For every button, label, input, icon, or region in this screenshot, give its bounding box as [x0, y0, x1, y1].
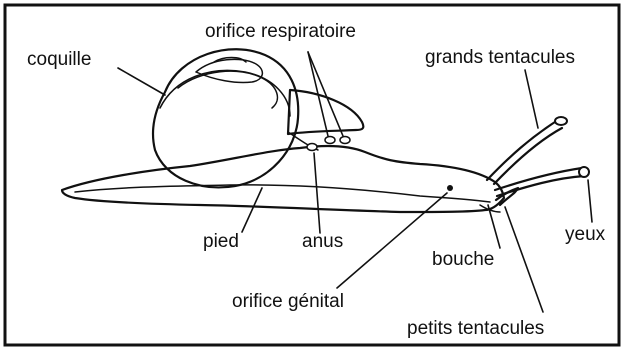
respiratory-orifice-2 — [340, 137, 350, 144]
respiratory-orifice-1 — [325, 137, 335, 144]
label-anus: anus — [302, 231, 343, 252]
label-petits-tentacules: petits tentacules — [407, 318, 544, 339]
eye-upper — [555, 117, 567, 125]
label-pied: pied — [203, 231, 239, 252]
label-orifice-respiratoire: orifice respiratoire — [205, 21, 356, 42]
label-orifice-genital: orifice génital — [232, 291, 344, 312]
label-bouche: bouche — [432, 249, 494, 270]
anus-opening — [307, 144, 317, 151]
eye-lower — [579, 167, 589, 177]
label-yeux: yeux — [565, 224, 606, 245]
label-grands-tentacules: grands tentacules — [425, 47, 575, 68]
label-coquille: coquille — [27, 49, 91, 70]
genital-orifice-dot — [447, 185, 453, 191]
